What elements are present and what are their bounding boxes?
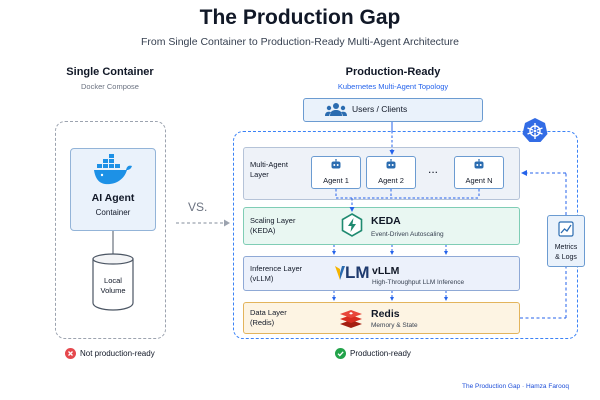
agent-card-n: [454, 156, 504, 189]
diagram-subtitle: From Single Container to Production-Read…: [140, 36, 460, 48]
check-circle-icon: [335, 348, 346, 359]
chart-icon: [558, 221, 574, 237]
data-layer: [243, 302, 520, 334]
vs-label: VS.: [188, 200, 208, 214]
x-circle-icon: [65, 348, 76, 359]
metrics-label-line1: Metrics: [554, 244, 578, 251]
keda-name: KEDA: [371, 215, 401, 227]
multi-agent-layer-label-line2: Layer: [250, 170, 269, 179]
robot-icon: [386, 159, 396, 169]
robot-icon: [331, 159, 341, 169]
local-volume-label-line2: Volume: [100, 286, 126, 295]
users-clients-label: Users / Clients: [352, 104, 408, 114]
keda-icon: [341, 213, 363, 237]
inference-layer: [243, 256, 520, 291]
agent-n-label: Agent N: [465, 176, 493, 185]
scaling-layer-label-line2: (KEDA): [250, 226, 276, 235]
keda-description: Event-Driven Autoscaling: [371, 231, 444, 238]
scaling-layer: [243, 207, 520, 245]
production-ready-label: Production-ready: [350, 349, 411, 358]
vllm-icon: [335, 266, 345, 280]
single-container-heading: Single Container: [66, 66, 154, 78]
production-ready-heading: Production-Ready: [345, 66, 441, 78]
database-icon: [92, 253, 134, 311]
production-ready-subheading: Kubernetes Multi-Agent Topology: [337, 82, 449, 91]
not-production-ready-label: Not production-ready: [80, 349, 155, 358]
inference-layer-label-line2: (vLLM): [250, 274, 274, 283]
users-clients-box: [303, 98, 483, 122]
agent-1-label: Agent 1: [323, 176, 349, 185]
footer-credit: The Production Gap · Hamza Farooq: [462, 383, 569, 390]
vllm-description: High-Throughput LLM Inference: [372, 279, 465, 286]
metrics-logs-box: [547, 215, 585, 267]
kubernetes-icon: [522, 118, 548, 142]
vllm-name: vLLM: [372, 265, 400, 277]
redis-icon: [340, 310, 362, 328]
data-layer-label-line2: (Redis): [250, 318, 275, 327]
agent-2-label: Agent 2: [378, 176, 404, 185]
single-container-subheading: Docker Compose: [81, 82, 139, 91]
scaling-layer-label-line1: Scaling Layer: [250, 216, 296, 225]
docker-icon: [94, 154, 132, 185]
ai-agent-title: AI Agent: [91, 192, 135, 204]
users-icon: [325, 103, 347, 116]
diagram-title: The Production Gap: [199, 6, 401, 29]
metrics-label-line2: & Logs: [555, 254, 577, 261]
ai-agent-subtitle: Container: [95, 208, 131, 217]
redis-description: Memory & State: [371, 322, 418, 329]
agent-ellipsis: ...: [428, 162, 439, 176]
local-volume-label-line1: Local: [104, 276, 122, 285]
data-layer-label-line1: Data Layer: [250, 308, 287, 317]
inference-layer-label-line1: Inference Layer: [250, 264, 303, 273]
vllm-logo-text: LM: [345, 263, 370, 282]
robot-icon: [474, 159, 484, 169]
redis-name: Redis: [371, 308, 400, 320]
multi-agent-layer-label-line1: Multi-Agent: [250, 160, 288, 169]
single-container-boundary: [55, 121, 166, 339]
